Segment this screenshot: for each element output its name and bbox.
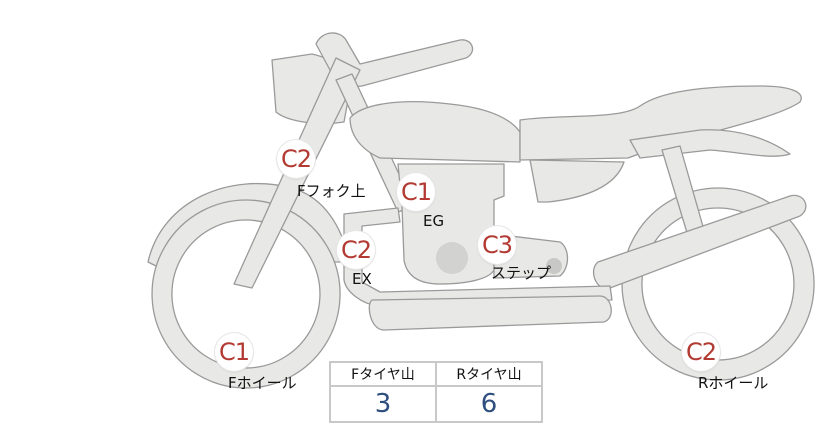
fuel-tank — [349, 101, 521, 163]
label-front-wheel: Fホイール — [228, 374, 297, 392]
label-exhaust: EX — [352, 270, 372, 288]
marker-exhaust: C2 — [337, 231, 375, 269]
marker-fork-upper: C2 — [277, 140, 315, 178]
side-cover — [529, 159, 625, 203]
label-engine: EG — [423, 212, 445, 230]
engine-cover — [436, 242, 468, 274]
marker-rear-wheel: C2 — [682, 333, 720, 371]
swingarm — [593, 194, 807, 290]
marker-engine: C1 — [397, 173, 435, 211]
label-fork-upper: Fフォク上 — [297, 182, 366, 200]
front-tire-tread-header: Fタイヤ山 — [329, 361, 437, 387]
rear-tire-tread-value: 6 — [435, 385, 543, 423]
front-tire-tread-value: 3 — [329, 385, 437, 423]
seat — [519, 85, 802, 161]
marker-front-wheel: C1 — [215, 333, 253, 371]
tire-tread-table: Fタイヤ山 Rタイヤ山 3 6 — [329, 361, 543, 423]
muffler — [368, 295, 612, 331]
step-peg — [546, 258, 562, 274]
rear-tire-tread-header: Rタイヤ山 — [435, 361, 543, 387]
label-step: ステップ — [491, 264, 552, 282]
marker-step: C3 — [478, 226, 516, 264]
label-rear-wheel: Rホイール — [698, 374, 769, 392]
